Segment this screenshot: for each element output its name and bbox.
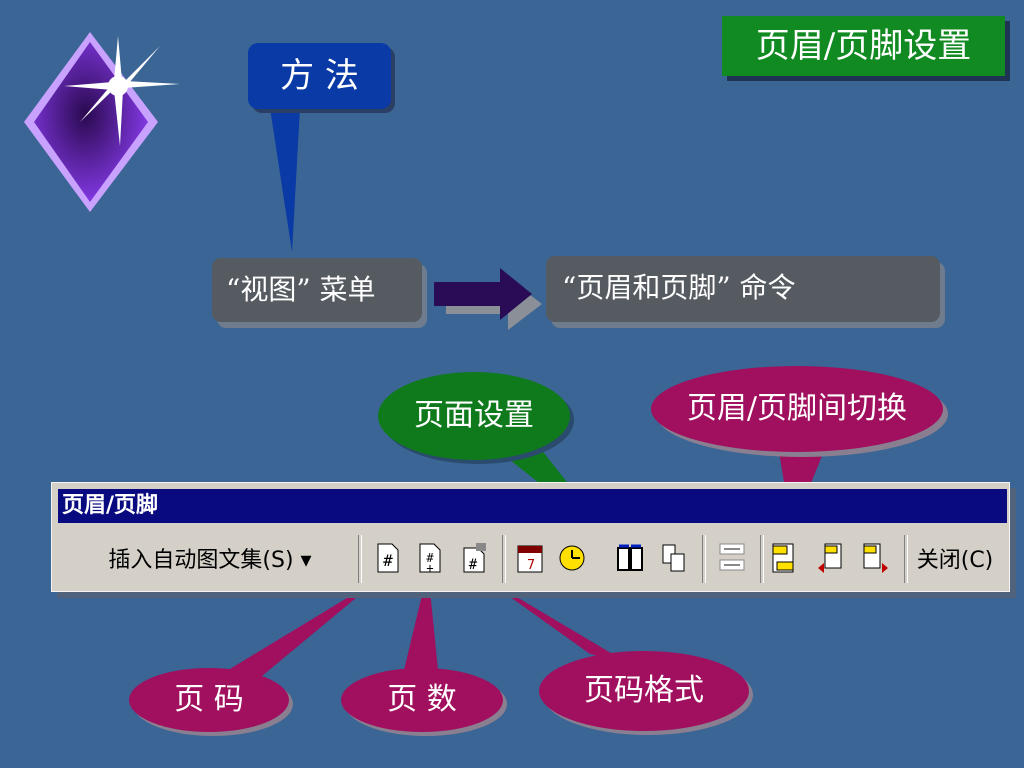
page-format-ellipse	[539, 651, 753, 735]
show-previous-icon	[818, 543, 842, 573]
switch-header-footer-callout: 页眉/页脚间切换	[686, 391, 908, 426]
show-hide-document-text-icon	[662, 544, 685, 572]
view-menu-box: “视图” 菜单	[212, 258, 422, 322]
page-count-ellipse	[341, 668, 507, 736]
insert-page-count-icon: #+	[419, 543, 441, 574]
toolbar-separator	[358, 535, 362, 583]
page-setup-callout: 页面设置	[414, 398, 534, 433]
toolbar-separator	[760, 535, 764, 583]
insert-date-button[interactable]: 7	[512, 537, 548, 579]
insert-page-count-button[interactable]: #+	[412, 537, 448, 579]
insert-date-icon: 7	[517, 545, 543, 573]
switch-header-footer-icon	[772, 543, 794, 573]
page-count-callout: 页 数	[387, 682, 457, 717]
switch-ellipse	[651, 366, 948, 457]
page-setup-button[interactable]	[612, 537, 648, 579]
insert-time-button[interactable]	[554, 537, 590, 579]
svg-text:#: #	[469, 557, 478, 573]
insert-time-icon	[559, 545, 585, 571]
show-previous-button[interactable]	[810, 537, 850, 579]
slide-title: 页眉/页脚设置	[722, 16, 1005, 76]
method-pointer	[270, 108, 300, 252]
svg-text:#: #	[383, 551, 393, 570]
page-setup-ellipse	[378, 372, 574, 464]
close-button[interactable]: 关闭(C)	[916, 548, 994, 573]
page-format-pointer	[478, 574, 626, 662]
switch-header-footer-button[interactable]	[766, 537, 802, 579]
svg-text:7: 7	[527, 558, 535, 573]
svg-text:#: #	[426, 551, 434, 565]
toolbar-title: 页眉/页脚	[58, 489, 1007, 523]
page-number-ellipse	[129, 668, 293, 736]
toolbar-separator	[702, 535, 706, 583]
header-footer-toolbar: 页眉/页脚 插入自动图文集(S) ▾ # #+ # 7	[51, 482, 1010, 592]
show-next-button[interactable]	[856, 537, 896, 579]
svg-text:+: +	[426, 561, 433, 574]
insert-page-number-icon: #	[377, 543, 399, 573]
toolbar-separator	[502, 535, 506, 583]
insert-autotext-button[interactable]: 插入自动图文集(S) ▾	[108, 548, 312, 573]
format-page-number-icon: #	[463, 543, 486, 573]
page-number-pointer	[225, 578, 380, 676]
format-page-number-button[interactable]: #	[454, 537, 494, 579]
diamond-star-decoration	[24, 32, 180, 212]
insert-page-number-button[interactable]: #	[370, 537, 406, 579]
page-count-pointer	[404, 570, 438, 670]
page-number-format-callout: 页码格式	[584, 673, 704, 708]
page-setup-icon	[617, 544, 643, 571]
method-label: 方 法	[248, 43, 391, 109]
same-as-previous-icon	[719, 543, 745, 571]
page-number-callout: 页 码	[174, 682, 244, 717]
flow-arrow-icon	[434, 268, 542, 330]
same-as-previous-button[interactable]	[712, 537, 752, 579]
toolbar-buttons: 插入自动图文集(S) ▾ # #+ # 7	[52, 531, 1009, 589]
show-next-icon	[863, 543, 888, 573]
toolbar-separator	[904, 535, 908, 583]
show-hide-document-text-button[interactable]	[656, 537, 692, 579]
header-footer-command-box: “页眉和页脚” 命令	[546, 256, 940, 322]
